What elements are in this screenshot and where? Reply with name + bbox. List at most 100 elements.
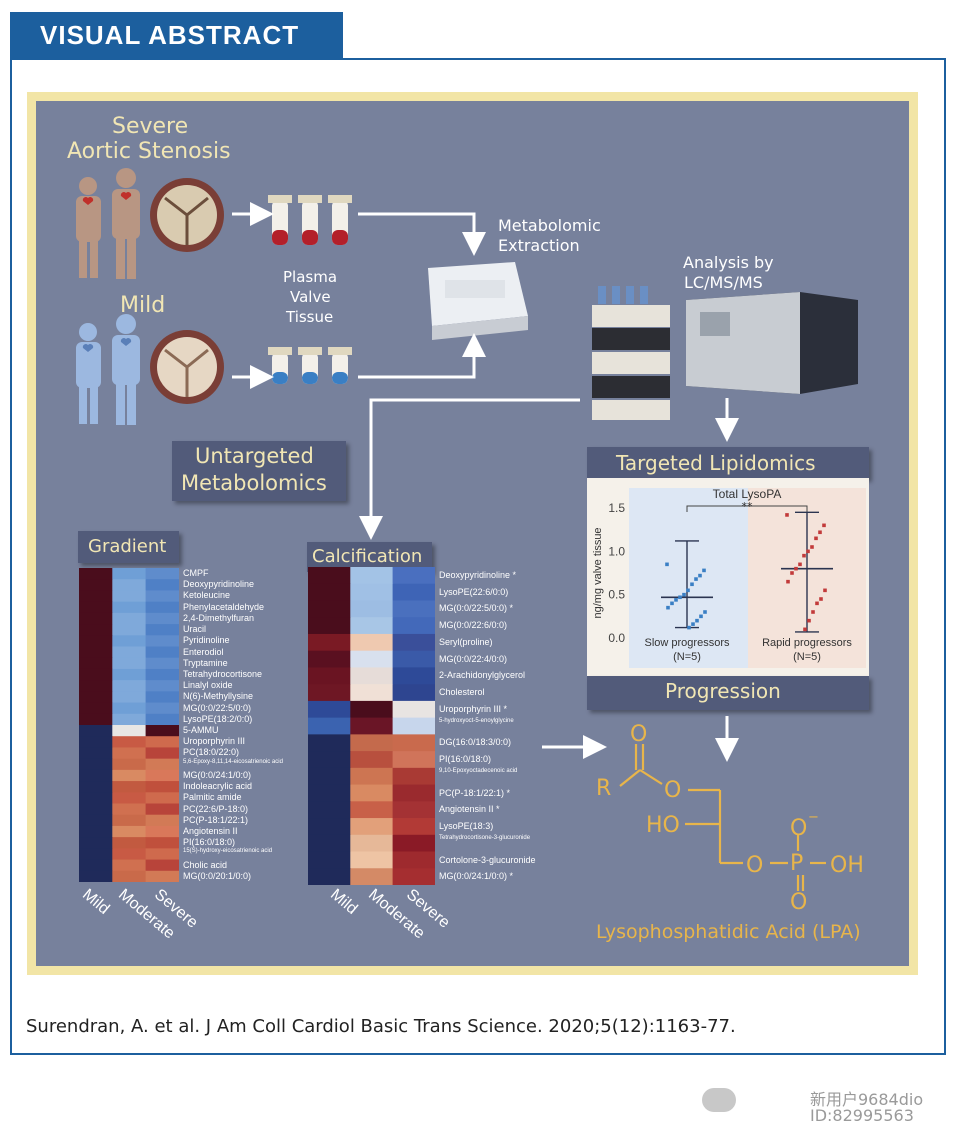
gradient-cell-r26-c0 <box>79 859 113 872</box>
calcification-cell-r6-c0 <box>308 667 351 685</box>
gradient-cell-r15-c0 <box>79 736 113 748</box>
metabolomics-label: Metabolomics <box>181 471 327 495</box>
data-point <box>691 622 695 626</box>
data-point <box>686 588 690 593</box>
calcification-cell-r12-c2 <box>392 767 435 786</box>
gradient-cell-r12-c1 <box>112 702 147 715</box>
calcification-cell-r7-c0 <box>308 684 351 702</box>
gradient-cell-r14-c0 <box>79 725 113 737</box>
calcification-cell-r12-c1 <box>350 767 394 786</box>
calcification-cell-r13-c2 <box>392 784 435 802</box>
gradient-cell-r11-c0 <box>79 691 113 704</box>
slow-region <box>629 488 748 668</box>
wechat-icon <box>702 1088 736 1112</box>
gradient-row-label: 2,4-Dimethylfuran <box>183 612 255 623</box>
lpa-o-ester: O <box>664 778 682 803</box>
calcification-cell-r8-c1 <box>350 700 394 719</box>
calcification-cell-r5-c1 <box>350 650 394 668</box>
gradient-row-label: Tetrahydrocortisone <box>183 668 263 679</box>
calcification-cell-r18-c0 <box>308 868 351 885</box>
gradient-row-label: MG(0:0/22:5/0:0) <box>183 702 252 713</box>
calcification-cell-r10-c0 <box>308 734 351 752</box>
data-point <box>818 530 822 535</box>
gradient-cell-r15-c2 <box>145 736 179 748</box>
gradient-cell-r3-c0 <box>79 601 113 614</box>
visual-abstract-header: VISUAL ABSTRACT <box>10 12 343 58</box>
lpa-minus-sign: − <box>808 810 819 825</box>
gradient-cell-r18-c1 <box>112 769 147 782</box>
calcification-cell-r17-c1 <box>350 851 394 869</box>
data-point <box>819 597 823 601</box>
gradient-row-label: PC(P-18:1/22:1) <box>183 814 249 825</box>
gradient-row-label: Cholic acid <box>183 859 228 870</box>
gradient-cell-r7-c1 <box>112 646 147 659</box>
gradient-cell-r22-c1 <box>112 814 147 827</box>
gradient-row-label: Ketoleucine <box>183 590 231 601</box>
gradient-cell-r21-c2 <box>145 803 179 816</box>
calcification-cell-r3-c1 <box>350 617 394 635</box>
tissue-label: Tissue <box>286 308 334 326</box>
gradient-cell-r1-c1 <box>112 579 147 591</box>
calcification-cell-r14-c1 <box>350 801 394 819</box>
data-point <box>694 577 698 581</box>
calcification-cell-r15-c0 <box>308 818 351 836</box>
lpa-name: Lysophosphatidic Acid (LPA) <box>596 921 861 943</box>
calcification-row-label: MG(0:0/24:1/0:0) * <box>439 871 514 882</box>
lpa-o-bottom: O <box>790 890 808 915</box>
gradient-row-label: Pyridinoline <box>183 635 230 646</box>
abstract-frame <box>10 58 946 1055</box>
gradient-row-label: Indoleacrylic acid <box>183 781 253 792</box>
watermark-line-2: ID:82995563 <box>810 1106 914 1125</box>
lpa-o-phosphate: O <box>746 853 764 878</box>
calcification-cell-r0-c1 <box>350 567 394 585</box>
calcification-cell-r2-c1 <box>350 600 394 618</box>
gradient-cell-r11-c2 <box>145 691 179 704</box>
gradient-cell-r14-c2 <box>145 725 179 737</box>
calcification-row-label: MG(0:0/22:6/0:0) <box>439 620 508 631</box>
calcification-cell-r13-c0 <box>308 784 351 802</box>
calcification-row-label: Angiotensin II * <box>439 804 500 815</box>
calcification-cell-r18-c1 <box>350 868 394 885</box>
calcification-cell-r4-c1 <box>350 633 394 652</box>
gradient-cell-r11-c1 <box>112 691 147 704</box>
data-point <box>670 601 674 606</box>
gradient-cell-r4-c2 <box>145 612 179 625</box>
calcification-cell-r10-c1 <box>350 734 394 752</box>
gradient-cell-r27-c2 <box>145 870 179 882</box>
gradient-cell-r8-c0 <box>79 657 113 670</box>
gradient-cell-r5-c0 <box>79 624 113 636</box>
gradient-cell-r17-c1 <box>112 758 147 771</box>
calcification-row-label: 2-Arachidonylglycerol <box>439 670 526 681</box>
gradient-cell-r13-c1 <box>112 713 147 726</box>
gradient-cell-r10-c2 <box>145 680 179 692</box>
gradient-cell-r23-c0 <box>79 825 113 838</box>
calcification-cell-r16-c0 <box>308 834 351 853</box>
calcification-row-label: Tetrahydrocortisone-3-glucuronide <box>439 834 531 841</box>
gradient-cell-r18-c2 <box>145 769 179 782</box>
lcmsms-label: LC/MS/MS <box>684 273 763 292</box>
gradient-row-label: Enterodiol <box>183 646 224 657</box>
category-label: Slow progressors <box>645 637 730 649</box>
data-point <box>794 566 798 571</box>
calcification-cell-r16-c1 <box>350 834 394 853</box>
gradient-cell-r14-c1 <box>112 725 147 737</box>
gradient-cell-r0-c0 <box>79 568 113 580</box>
gradient-row-label: Uracil <box>183 624 207 635</box>
citation: Surendran, A. et al. J Am Coll Cardiol B… <box>26 1016 736 1037</box>
gradient-cell-r16-c0 <box>79 747 113 760</box>
gradient-row-label: CMPF <box>183 568 209 578</box>
gradient-cell-r4-c1 <box>112 612 147 625</box>
gradient-cell-r0-c2 <box>145 568 179 580</box>
data-point <box>666 605 670 610</box>
calcification-cell-r6-c1 <box>350 667 394 685</box>
gradient-cell-r20-c2 <box>145 792 179 804</box>
y-tick-label: 1.0 <box>608 544 625 558</box>
gradient-row-label: MG(0:0/24:1/0:0) <box>183 769 252 780</box>
data-point <box>699 614 703 619</box>
gradient-cell-r21-c0 <box>79 803 113 816</box>
gradient-cell-r3-c1 <box>112 601 147 614</box>
calcification-cell-r4-c2 <box>392 633 435 652</box>
calcification-cell-r5-c0 <box>308 650 351 668</box>
gradient-cell-r27-c1 <box>112 870 147 882</box>
lpa-structure <box>619 744 826 891</box>
